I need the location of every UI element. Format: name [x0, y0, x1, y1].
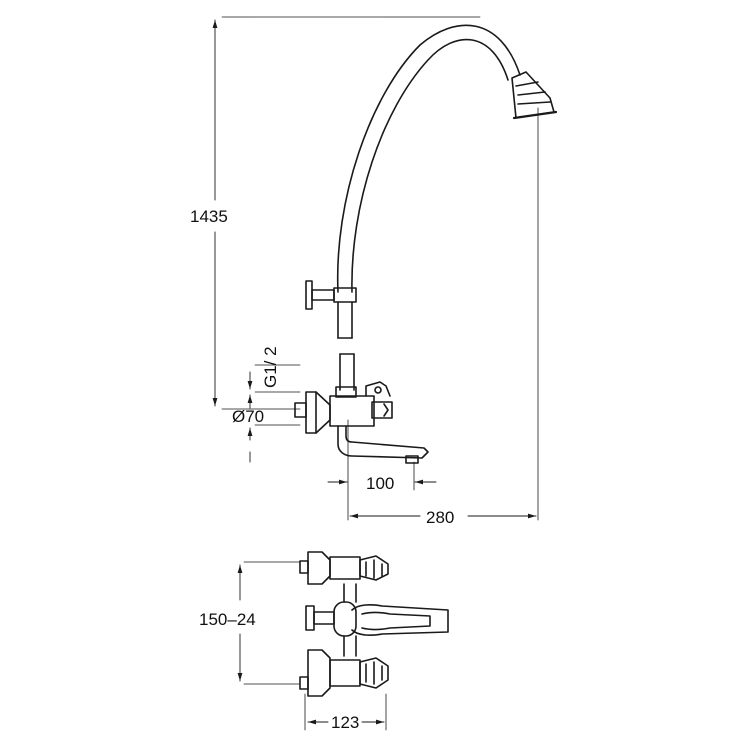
- dimension-rosette: Ø70: [232, 407, 264, 463]
- mixer-body: [294, 381, 393, 434]
- dimension-thread: G1/ 2: [247, 346, 280, 409]
- lower-valve: [299, 649, 389, 697]
- shower-head: [511, 71, 558, 120]
- label-total-height: 1435: [190, 207, 228, 226]
- label-thread: G1/ 2: [261, 346, 280, 388]
- extension-lines: [221, 16, 539, 521]
- label-spout: 100: [366, 474, 394, 493]
- dimension-overall: 280: [349, 508, 537, 527]
- side-view: 1435 G1/ 2 Ø70 100 280: [190, 16, 558, 527]
- dimension-spout: 100: [327, 474, 437, 493]
- dimension-center-distance: 150–24: [199, 564, 256, 682]
- dimension-total-height: 1435: [190, 19, 228, 407]
- extension-lines-top: [243, 561, 387, 731]
- label-overall: 280: [426, 508, 454, 527]
- riser-rod: [337, 301, 355, 391]
- wall-bracket: [305, 280, 357, 310]
- top-view: 150–24 123: [199, 551, 449, 732]
- center-spout: [305, 583, 449, 657]
- bath-spout: [337, 425, 429, 464]
- gooseneck-arm: [336, 24, 521, 293]
- dimension-depth: 123: [307, 713, 385, 732]
- label-rosette: Ø70: [232, 407, 264, 426]
- label-center-distance: 150–24: [199, 610, 256, 629]
- upper-valve: [299, 551, 389, 585]
- label-depth: 123: [331, 713, 359, 732]
